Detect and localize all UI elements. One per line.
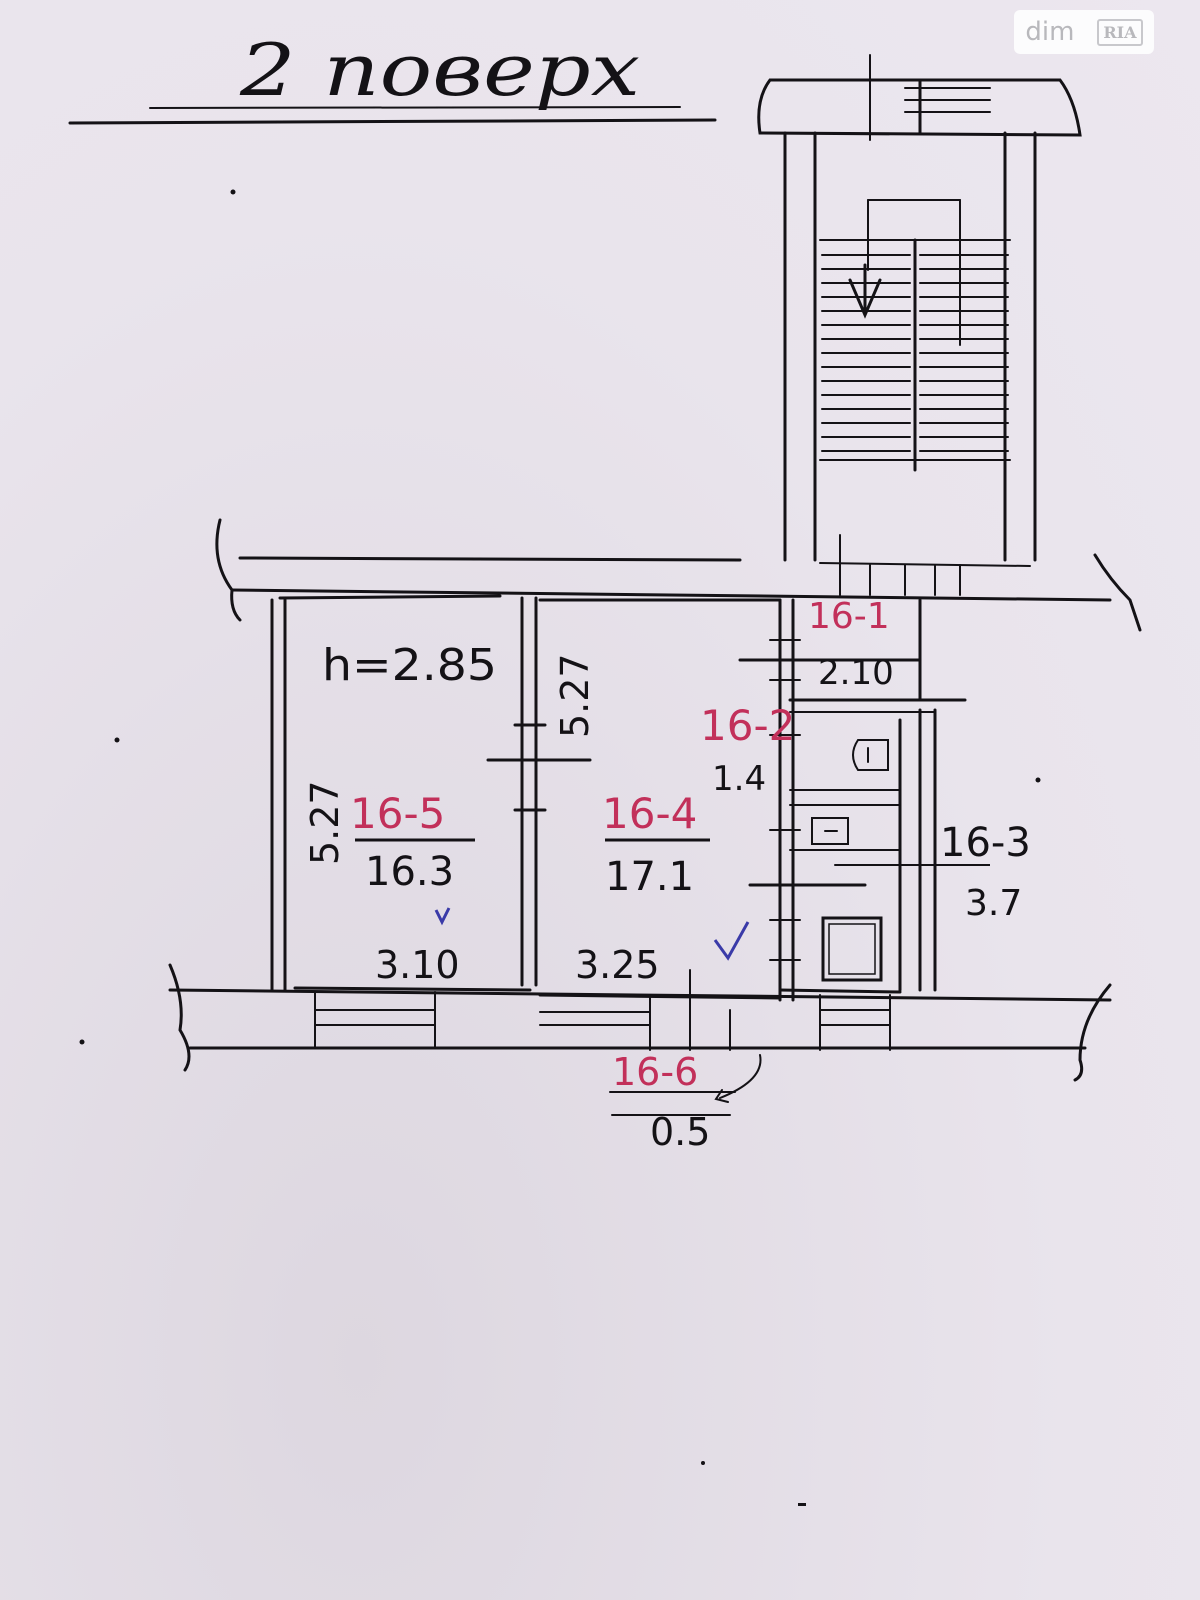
room-16-6-area: 0.5: [650, 1110, 710, 1154]
room-16-4-walls: [538, 598, 782, 1000]
partition-16-5-16-4: [486, 596, 592, 987]
room-16-3-area: 3.7: [965, 883, 1022, 924]
check-mark-16-4: [713, 921, 750, 961]
room-16-4-area: 17.1: [605, 854, 694, 900]
room-16-5-area: 16.3: [365, 849, 454, 895]
title-underline: [68, 118, 717, 125]
service-rooms: [738, 598, 986, 1002]
room-16-4-length: 5.27: [553, 653, 597, 738]
ceiling-height-label: h=2.85: [322, 640, 497, 691]
room-16-2-id: 16-2: [700, 701, 795, 750]
watermark-dim: dim: [1025, 17, 1075, 47]
door-16-6: [609, 1054, 762, 1116]
room-16-4-width: 3.25: [575, 943, 660, 987]
room-16-6-id: 16-6: [612, 1050, 698, 1094]
sink-fixture: [811, 817, 849, 845]
room-16-5-width: 3.10: [375, 943, 460, 987]
room-16-2-area: 1.4: [712, 759, 766, 799]
stair-treads: [821, 254, 1009, 452]
room-16-4-id: 16-4: [602, 789, 697, 838]
room-16-1-area: 2.10: [818, 653, 894, 693]
stray-marks: [79, 189, 1041, 1506]
room-16-5-walls: [270, 594, 532, 992]
watermark-ria-logo: RIA: [1097, 18, 1143, 46]
floor-title: 2 поверх: [239, 28, 640, 112]
check-mark-16-5: [434, 907, 451, 926]
room-16-5-id: 16-5: [350, 789, 445, 838]
title-underline-2: [149, 106, 681, 109]
toilet-fixture: [852, 739, 889, 771]
stairwell: [757, 54, 1082, 562]
stove-fixture: [821, 916, 883, 982]
room-16-1-id: 16-1: [808, 596, 890, 637]
room-16-3-id: 16-3: [940, 820, 1031, 866]
upper-wall: [215, 518, 1142, 632]
dim-ria-watermark: dim RIA: [1014, 10, 1154, 54]
room-16-5-length: 5.27: [303, 780, 347, 865]
